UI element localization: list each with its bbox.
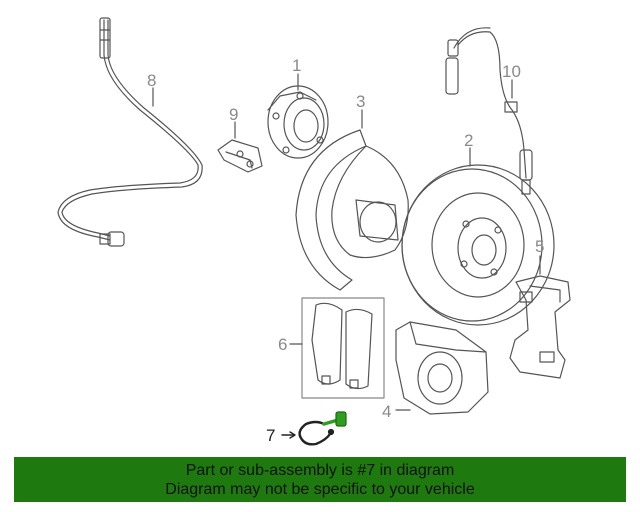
callout-4: 4: [382, 402, 392, 421]
info-banner: Part or sub-assembly is #7 in diagram Di…: [14, 457, 626, 502]
part-6-brake-pads[interactable]: [311, 302, 373, 390]
part-6-box: [301, 297, 385, 399]
part-1-wheel-hub[interactable]: [267, 85, 329, 159]
callout-6: 6: [278, 335, 288, 354]
callout-8: 8: [147, 71, 157, 90]
callout-3: 3: [356, 92, 366, 111]
part-10-sensor-line[interactable]: [445, 27, 533, 195]
part-7-wear-sensor[interactable]: [298, 411, 347, 446]
part-4-caliper[interactable]: [395, 321, 489, 415]
part-5-caliper-bracket[interactable]: [509, 275, 571, 379]
callout-5: 5: [535, 237, 545, 256]
banner-line-2: Diagram may not be specific to your vehi…: [165, 480, 475, 498]
callout-9: 9: [229, 105, 239, 124]
part-9-bracket[interactable]: [217, 139, 263, 173]
callout-1: 1: [292, 56, 302, 75]
part-2-brake-rotor[interactable]: [401, 164, 555, 326]
arrow-7-icon: [289, 431, 296, 439]
part-8-abs-sensor[interactable]: [57, 17, 203, 247]
callout-2: 2: [464, 131, 474, 150]
banner-line-1: Part or sub-assembly is #7 in diagram: [185, 461, 455, 479]
part-3-dust-shield[interactable]: [295, 129, 409, 291]
callout-10: 10: [502, 62, 521, 81]
exploded-parts-diagram: [57, 17, 571, 446]
callout-7: 7: [266, 426, 276, 445]
